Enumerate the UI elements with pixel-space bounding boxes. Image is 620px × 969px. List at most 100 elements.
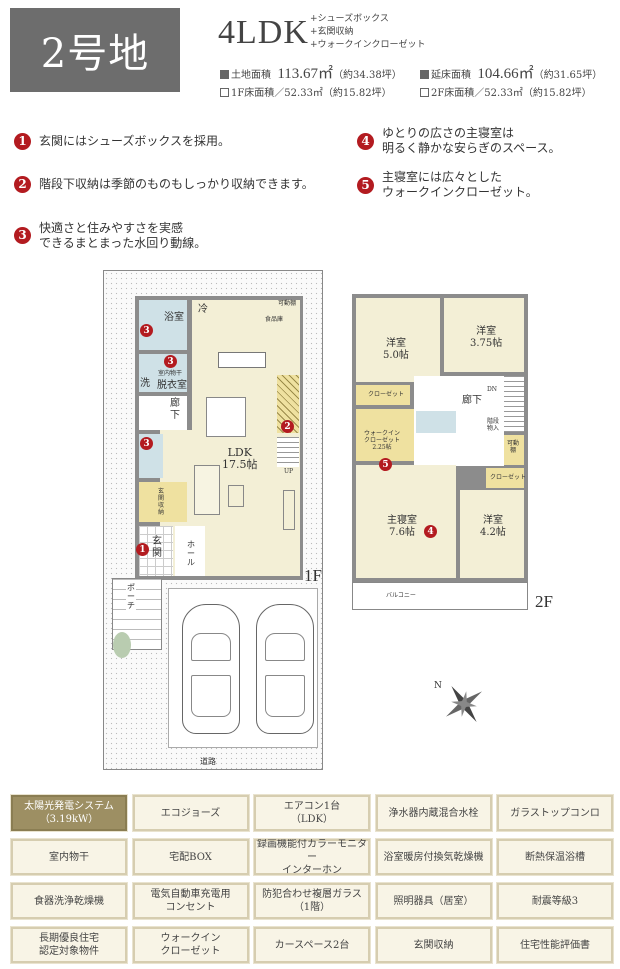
walk-in-closet	[356, 409, 424, 461]
under-stair-storage	[277, 375, 299, 433]
marker-3: 3	[140, 324, 153, 337]
stairs	[277, 437, 299, 467]
layout-notes: +シューズボックス +玄関収納 +ウォークインクローゼット	[310, 13, 426, 52]
feature-badge: 防犯合わせ複層ガラス （1階）	[253, 882, 371, 920]
label-closet: クローゼット	[368, 391, 405, 398]
feature-badge: 電気自動車充電用 コンセント	[131, 882, 250, 920]
label-entry-storage: 玄関収納	[158, 488, 165, 516]
label-hall: ホール	[187, 540, 195, 567]
western-room-1	[356, 298, 440, 382]
marker-2: 2	[281, 420, 294, 433]
feature-badge: 玄関収納	[374, 926, 493, 964]
feature-badge: 太陽光発電システム （3.19kW）	[10, 794, 128, 832]
label-dn: DN	[487, 386, 498, 393]
tree-icon	[113, 632, 131, 658]
1f-floor-area: 1F床面積／52.33㎡（約15.82坪）	[220, 84, 392, 99]
feature-badge: エコジョーズ	[131, 794, 250, 832]
label-bath: 浴室	[164, 312, 184, 323]
feature-badge: 浄水器内蔵混合水栓	[374, 794, 493, 832]
2f-floor-area: 2F床面積／52.33㎡（約15.82坪）	[420, 84, 592, 99]
layout-type: 4LDK	[218, 14, 309, 51]
toilet-2f	[416, 411, 456, 433]
label-pantry: 食品庫	[265, 316, 284, 323]
label-entry: 玄関	[152, 536, 162, 559]
feature-badge: 住宅性能評価書	[496, 926, 614, 964]
features-grid: 太陽光発電システム （3.19kW）エコジョーズエアコン1台 （LDK）浄水器内…	[10, 794, 614, 964]
entry-storage	[139, 482, 187, 522]
closet-2	[486, 468, 524, 488]
feature-badge: 録画機能付カラーモニター インターホン	[253, 838, 371, 876]
balcony	[352, 582, 528, 610]
lot-number-title: 2号地	[10, 8, 180, 92]
floor-label-2f: 2F	[535, 592, 553, 611]
label-up: UP	[284, 468, 294, 475]
compass-north-label: N	[434, 681, 442, 691]
feature-badge: 室内物干	[10, 838, 128, 876]
label-under-stair: 階段 物入	[487, 418, 500, 432]
land-area: 土地面積 113.67㎡（約34.38坪）	[220, 62, 402, 83]
car-icon	[182, 604, 240, 734]
marker-3: 3	[164, 355, 177, 368]
corridor	[139, 396, 187, 430]
label-balcony: バルコニー	[386, 592, 416, 599]
tv-stand	[283, 490, 295, 530]
marker-5: 5	[379, 458, 392, 471]
feature-badge: 宅配BOX	[131, 838, 250, 876]
label-room-3: 洋室 4.2帖	[480, 515, 506, 538]
kitchen-counter	[218, 352, 266, 368]
feature-badge: 断熱保温浴槽	[496, 838, 614, 876]
feature-badge: 照明器具（居室）	[374, 882, 493, 920]
label-dressing: 脱衣室	[157, 380, 187, 391]
label-road: 道路	[200, 757, 216, 766]
note: +シューズボックス	[310, 14, 389, 24]
label-corridor: 廊下	[170, 398, 180, 421]
coffee-table	[228, 485, 244, 507]
car-icon	[256, 604, 314, 734]
label-master: 主寝室 7.6帖	[387, 515, 417, 538]
dining-table	[206, 397, 246, 437]
feature-badge: 長期優良住宅 認定対象物件	[10, 926, 128, 964]
marker-3: 3	[140, 437, 153, 450]
label-fridge: 冷	[198, 304, 208, 315]
porch-steps	[112, 578, 162, 650]
marker-1: 1	[136, 543, 149, 556]
label-closet-2: クローゼット	[490, 474, 527, 481]
feature-badge: エアコン1台 （LDK）	[253, 794, 371, 832]
feature-badge: ガラストップコンロ	[496, 794, 614, 832]
compass-rose-icon: N	[434, 681, 483, 723]
stairs-2f	[504, 376, 524, 432]
total-floor-area: 延床面積 104.66㎡（約31.65坪）	[420, 62, 602, 83]
feature-badge: カースペース2台	[253, 926, 371, 964]
label-room-2: 洋室 3.75帖	[470, 326, 503, 349]
label-corridor-2f: 廊下	[462, 395, 482, 406]
label-laundry: 洗	[140, 378, 150, 389]
label-indoor-dry: 室内物干	[158, 370, 183, 377]
note: +玄関収納	[310, 27, 354, 37]
sofa	[194, 465, 220, 515]
hall-room	[175, 526, 205, 576]
label-room-1: 洋室 5.0帖	[383, 338, 409, 361]
feature-badge: 食器洗浄乾燥機	[10, 882, 128, 920]
feature-badge: 耐震等級3	[496, 882, 614, 920]
dressing-room	[139, 354, 187, 392]
feature-badge: ウォークイン クローゼット	[131, 926, 250, 964]
label-wic: ウォークイン クローゼット 2.25帖	[364, 430, 401, 451]
note: +ウォークインクローゼット	[310, 40, 426, 50]
feature-badge: 浴室暖房付換気乾燥機	[374, 838, 493, 876]
closet	[356, 385, 410, 405]
label-shelf: 可動棚	[278, 300, 297, 307]
label-ldk: LDK 17.5帖	[222, 446, 258, 471]
label-shelf-2f: 可動棚	[506, 440, 519, 454]
marker-4: 4	[424, 525, 437, 538]
western-room-2	[444, 298, 524, 372]
western-room-3	[460, 490, 524, 578]
label-porch: ポーチ	[126, 582, 136, 611]
master-bedroom	[356, 465, 456, 578]
movable-shelf	[504, 435, 524, 465]
floor-label-1f: 1F	[304, 566, 322, 585]
